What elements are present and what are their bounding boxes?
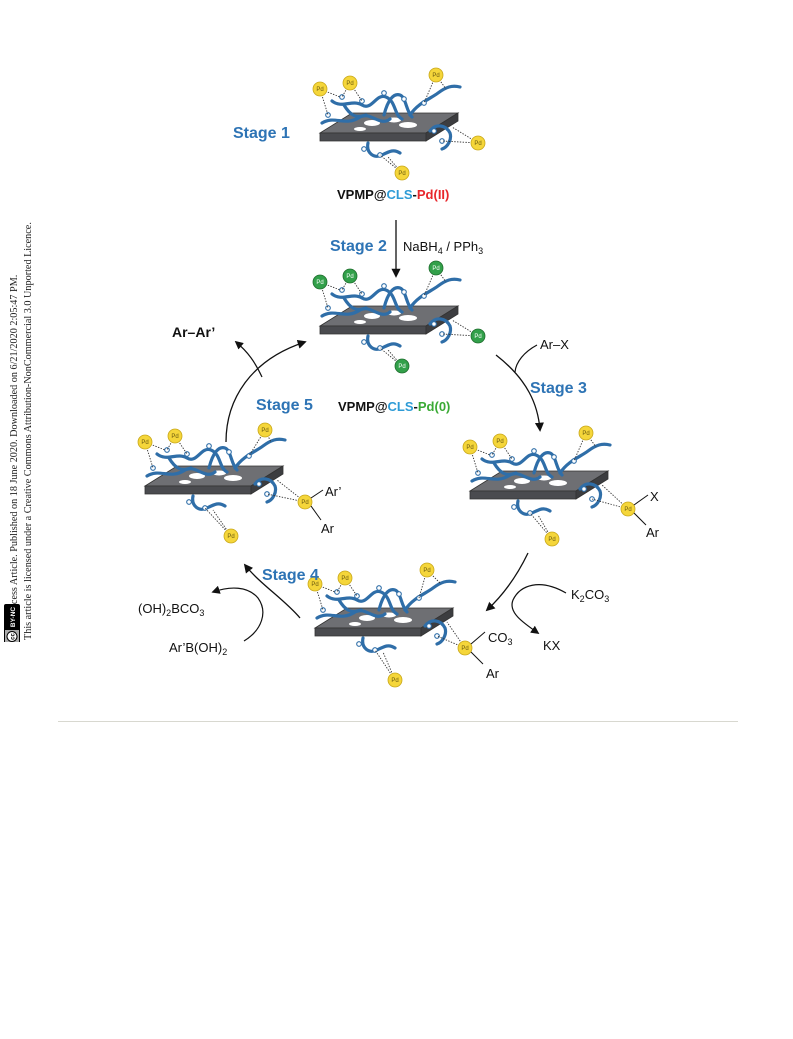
svg-text:Pd: Pd <box>301 500 308 506</box>
arx-entry-curve <box>514 344 538 373</box>
palladium-site-icon <box>492 433 508 449</box>
svg-text:Pd: Pd <box>316 87 323 93</box>
svg-text:Pd: Pd <box>311 582 318 588</box>
palladium-site-icon <box>544 531 560 547</box>
stage-4-label: Stage 4 <box>262 567 319 584</box>
arylboronic-acid-label: Ar’B(OH)2 <box>169 640 227 657</box>
svg-text:Pd: Pd <box>548 537 555 543</box>
boronic-exchange-curve <box>211 585 264 642</box>
svg-text:Pd: Pd <box>391 678 398 684</box>
palladium-site-icon <box>342 268 358 284</box>
svg-text:Pd: Pd <box>227 534 234 540</box>
svg-text:Pd: Pd <box>346 274 353 280</box>
palladium-site-icon <box>394 165 410 181</box>
palladium-site-icon <box>394 358 410 374</box>
svg-text:Pd: Pd <box>398 171 405 177</box>
biaryl-product-label: Ar–Ar’ <box>172 324 215 340</box>
svg-text:Pd: Pd <box>466 445 473 451</box>
stage-3-label: Stage 3 <box>530 380 587 397</box>
palladium-site-icon <box>167 428 183 444</box>
cat4-aryl-ligand: Ar <box>486 666 500 681</box>
stage-4-arrow <box>243 563 301 619</box>
palladium-site-icon <box>419 562 435 578</box>
cat4-carbonate-ligand: CO3 <box>488 630 513 647</box>
palladium-site-icon <box>307 576 323 592</box>
svg-text:Pd: Pd <box>432 73 439 79</box>
cat5-aryl-ligand: Ar <box>321 521 335 536</box>
svg-text:Pd: Pd <box>496 439 503 445</box>
palladium-site-icon <box>470 328 486 344</box>
palladium-site-icon <box>223 528 239 544</box>
svg-text:BY-NC: BY-NC <box>10 607 17 628</box>
palladium-site-icon <box>470 135 486 151</box>
palladium-site-icon <box>428 260 444 276</box>
svg-text:Pd: Pd <box>171 434 178 440</box>
stage-5-label: Stage 5 <box>256 397 313 414</box>
palladium-site-icon <box>387 672 403 688</box>
palladium-site-icon <box>137 434 153 450</box>
svg-text:Pd: Pd <box>461 646 468 652</box>
palladium-site-icon <box>342 75 358 91</box>
cat3-aryl-ligand: Ar <box>646 525 660 540</box>
palladium-site-icon <box>312 81 328 97</box>
svg-text:cc: cc <box>11 633 17 640</box>
palladium-site-icon <box>428 67 444 83</box>
catalyst-pd2-name: VPMP@CLS-Pd(II) <box>337 187 449 202</box>
product-release-curve <box>234 340 263 378</box>
potassium-carbonate-label: K2CO3 <box>571 587 609 604</box>
cc-license-badge-icon[interactable]: cc BY-NC <box>4 604 20 642</box>
svg-text:Pd: Pd <box>474 334 481 340</box>
borate-byproduct-label: (OH)2BCO3 <box>138 601 204 618</box>
svg-text:Pd: Pd <box>261 428 268 434</box>
license-sidebar: Open Access Article. Published on 18 Jun… <box>4 222 34 642</box>
palladium-site-icon <box>297 494 313 510</box>
svg-text:Pd: Pd <box>423 568 430 574</box>
svg-text:Pd: Pd <box>624 507 631 513</box>
aryl-halide-label: Ar–X <box>540 337 569 352</box>
palladium-site-icon <box>257 422 273 438</box>
section-divider <box>58 721 738 722</box>
svg-text:Pd: Pd <box>474 141 481 147</box>
svg-text:Pd: Pd <box>141 440 148 446</box>
stage-3-arrow <box>495 354 544 432</box>
svg-text:Pd: Pd <box>346 81 353 87</box>
stage-2-reagent: NaBH4 / PPh3 <box>403 239 483 256</box>
palladium-site-icon <box>462 439 478 455</box>
stage-1-label: Stage 1 <box>233 125 290 142</box>
cat5-aryl-prime-ligand: Ar’ <box>325 484 341 499</box>
license-link[interactable]: This article is licensed under a Creativ… <box>23 222 34 640</box>
stage-3-to-4-arrow <box>485 552 529 612</box>
palladium-site-icon <box>578 425 594 441</box>
stage-2-label: Stage 2 <box>330 238 387 255</box>
stage-5-arrow <box>225 339 307 443</box>
svg-text:Pd: Pd <box>341 576 348 582</box>
svg-text:Pd: Pd <box>432 266 439 272</box>
svg-text:Pd: Pd <box>316 280 323 286</box>
potassium-halide-label: KX <box>543 638 561 653</box>
palladium-site-icon <box>337 570 353 586</box>
palladium-site-icon <box>620 501 636 517</box>
open-access-notice: Open Access Article. Published on 18 Jun… <box>9 275 20 640</box>
cat3-halide-ligand: X <box>650 489 659 504</box>
base-exchange-curve <box>511 584 567 634</box>
palladium-site-icon <box>312 274 328 290</box>
catalyst-pd0-name: VPMP@CLS-Pd(0) <box>338 399 450 414</box>
palladium-site-icon <box>457 640 473 656</box>
svg-text:Pd: Pd <box>398 364 405 370</box>
svg-text:Pd: Pd <box>582 431 589 437</box>
